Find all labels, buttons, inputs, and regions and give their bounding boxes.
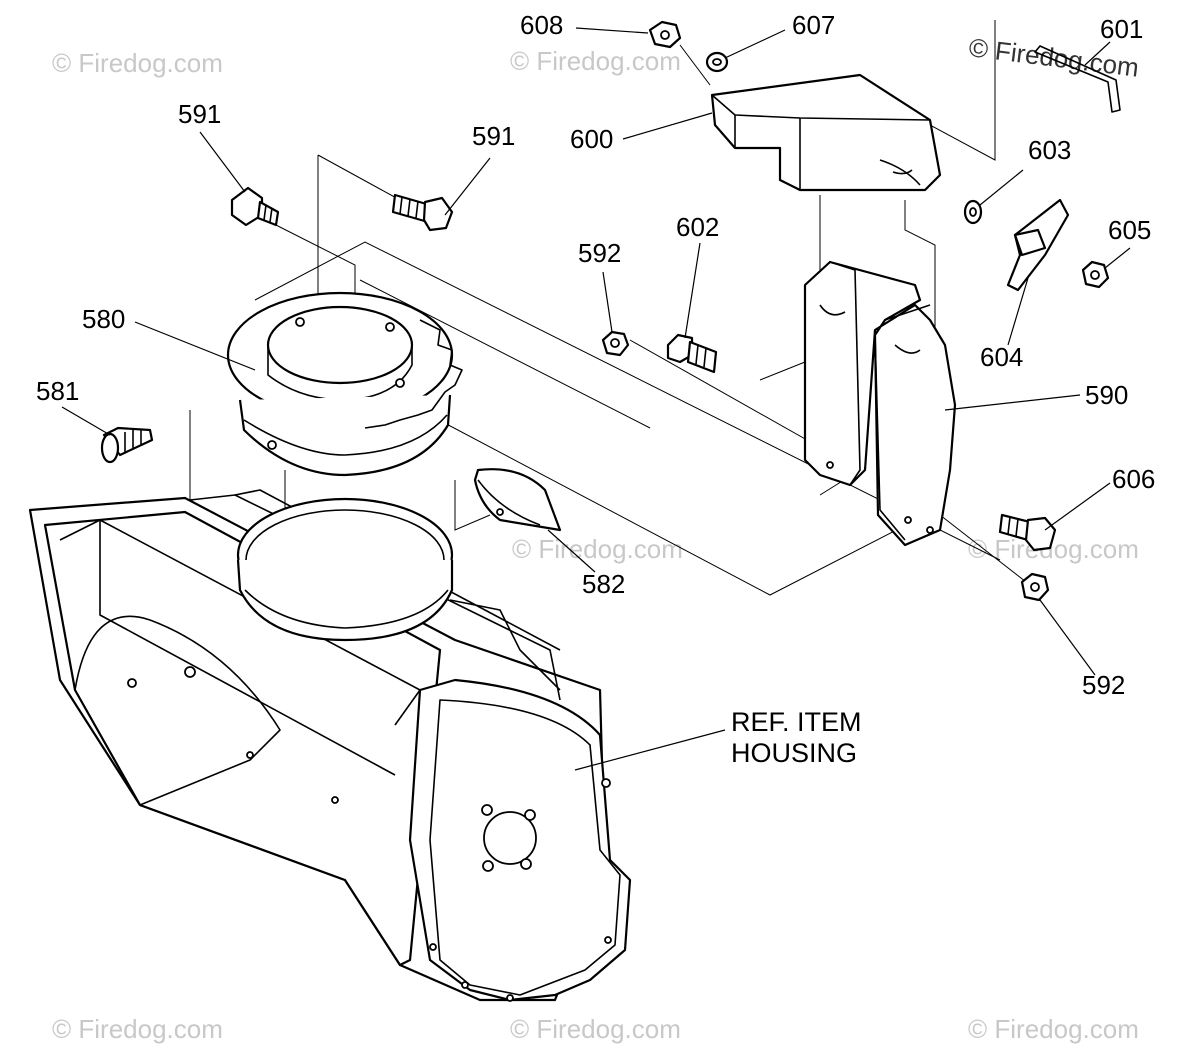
label-592-lower: 592 xyxy=(1082,670,1125,700)
watermark: © Firedog.com xyxy=(512,534,683,564)
part-603-washer xyxy=(963,199,983,225)
label-581: 581 xyxy=(36,376,79,406)
label-590: 590 xyxy=(1085,380,1128,410)
label-580: 580 xyxy=(82,304,125,334)
label-592-upper: 592 xyxy=(578,238,621,268)
part-600-deflector xyxy=(710,73,942,192)
leader-lines xyxy=(61,27,1131,771)
label-591-left: 591 xyxy=(178,99,221,129)
part-580-ring xyxy=(226,291,463,477)
watermark: © Firedog.com xyxy=(52,1014,223,1044)
part-604-knob xyxy=(1006,198,1070,292)
part-labels: 608 607 601 591 591 600 603 602 592 605 … xyxy=(36,10,1155,768)
label-608: 608 xyxy=(520,10,563,40)
part-601-rod xyxy=(1034,45,1121,113)
ref-item-label: REF. ITEM xyxy=(731,707,862,737)
part-606-bolt xyxy=(998,513,1057,552)
part-591-bolt-left xyxy=(230,186,280,227)
label-600: 600 xyxy=(570,124,613,154)
label-582: 582 xyxy=(582,569,625,599)
part-605-nut xyxy=(1081,260,1110,289)
part-581-screw xyxy=(100,426,154,464)
housing-label: HOUSING xyxy=(731,738,857,768)
label-605: 605 xyxy=(1108,215,1151,245)
label-606: 606 xyxy=(1112,464,1155,494)
label-602: 602 xyxy=(676,212,719,242)
watermark: © Firedog.com xyxy=(52,48,223,78)
watermark: © Firedog.com xyxy=(510,46,681,76)
housing xyxy=(28,489,632,1002)
label-601: 601 xyxy=(1100,14,1143,44)
watermark: © Firedog.com xyxy=(968,1014,1139,1044)
label-607: 607 xyxy=(792,10,835,40)
label-603: 603 xyxy=(1028,135,1071,165)
label-604: 604 xyxy=(980,342,1023,372)
part-607-washer xyxy=(705,51,729,73)
part-592-nut-upper xyxy=(601,330,630,357)
part-602-bolt xyxy=(666,333,718,374)
part-582-clip xyxy=(473,468,562,532)
part-592-nut-lower xyxy=(1020,572,1050,602)
watermark: © Firedog.com xyxy=(510,1014,681,1044)
part-608-nut xyxy=(648,20,682,49)
part-591-bolt-right xyxy=(391,193,454,232)
label-591-right: 591 xyxy=(472,121,515,151)
part-590-bracket xyxy=(803,260,957,547)
